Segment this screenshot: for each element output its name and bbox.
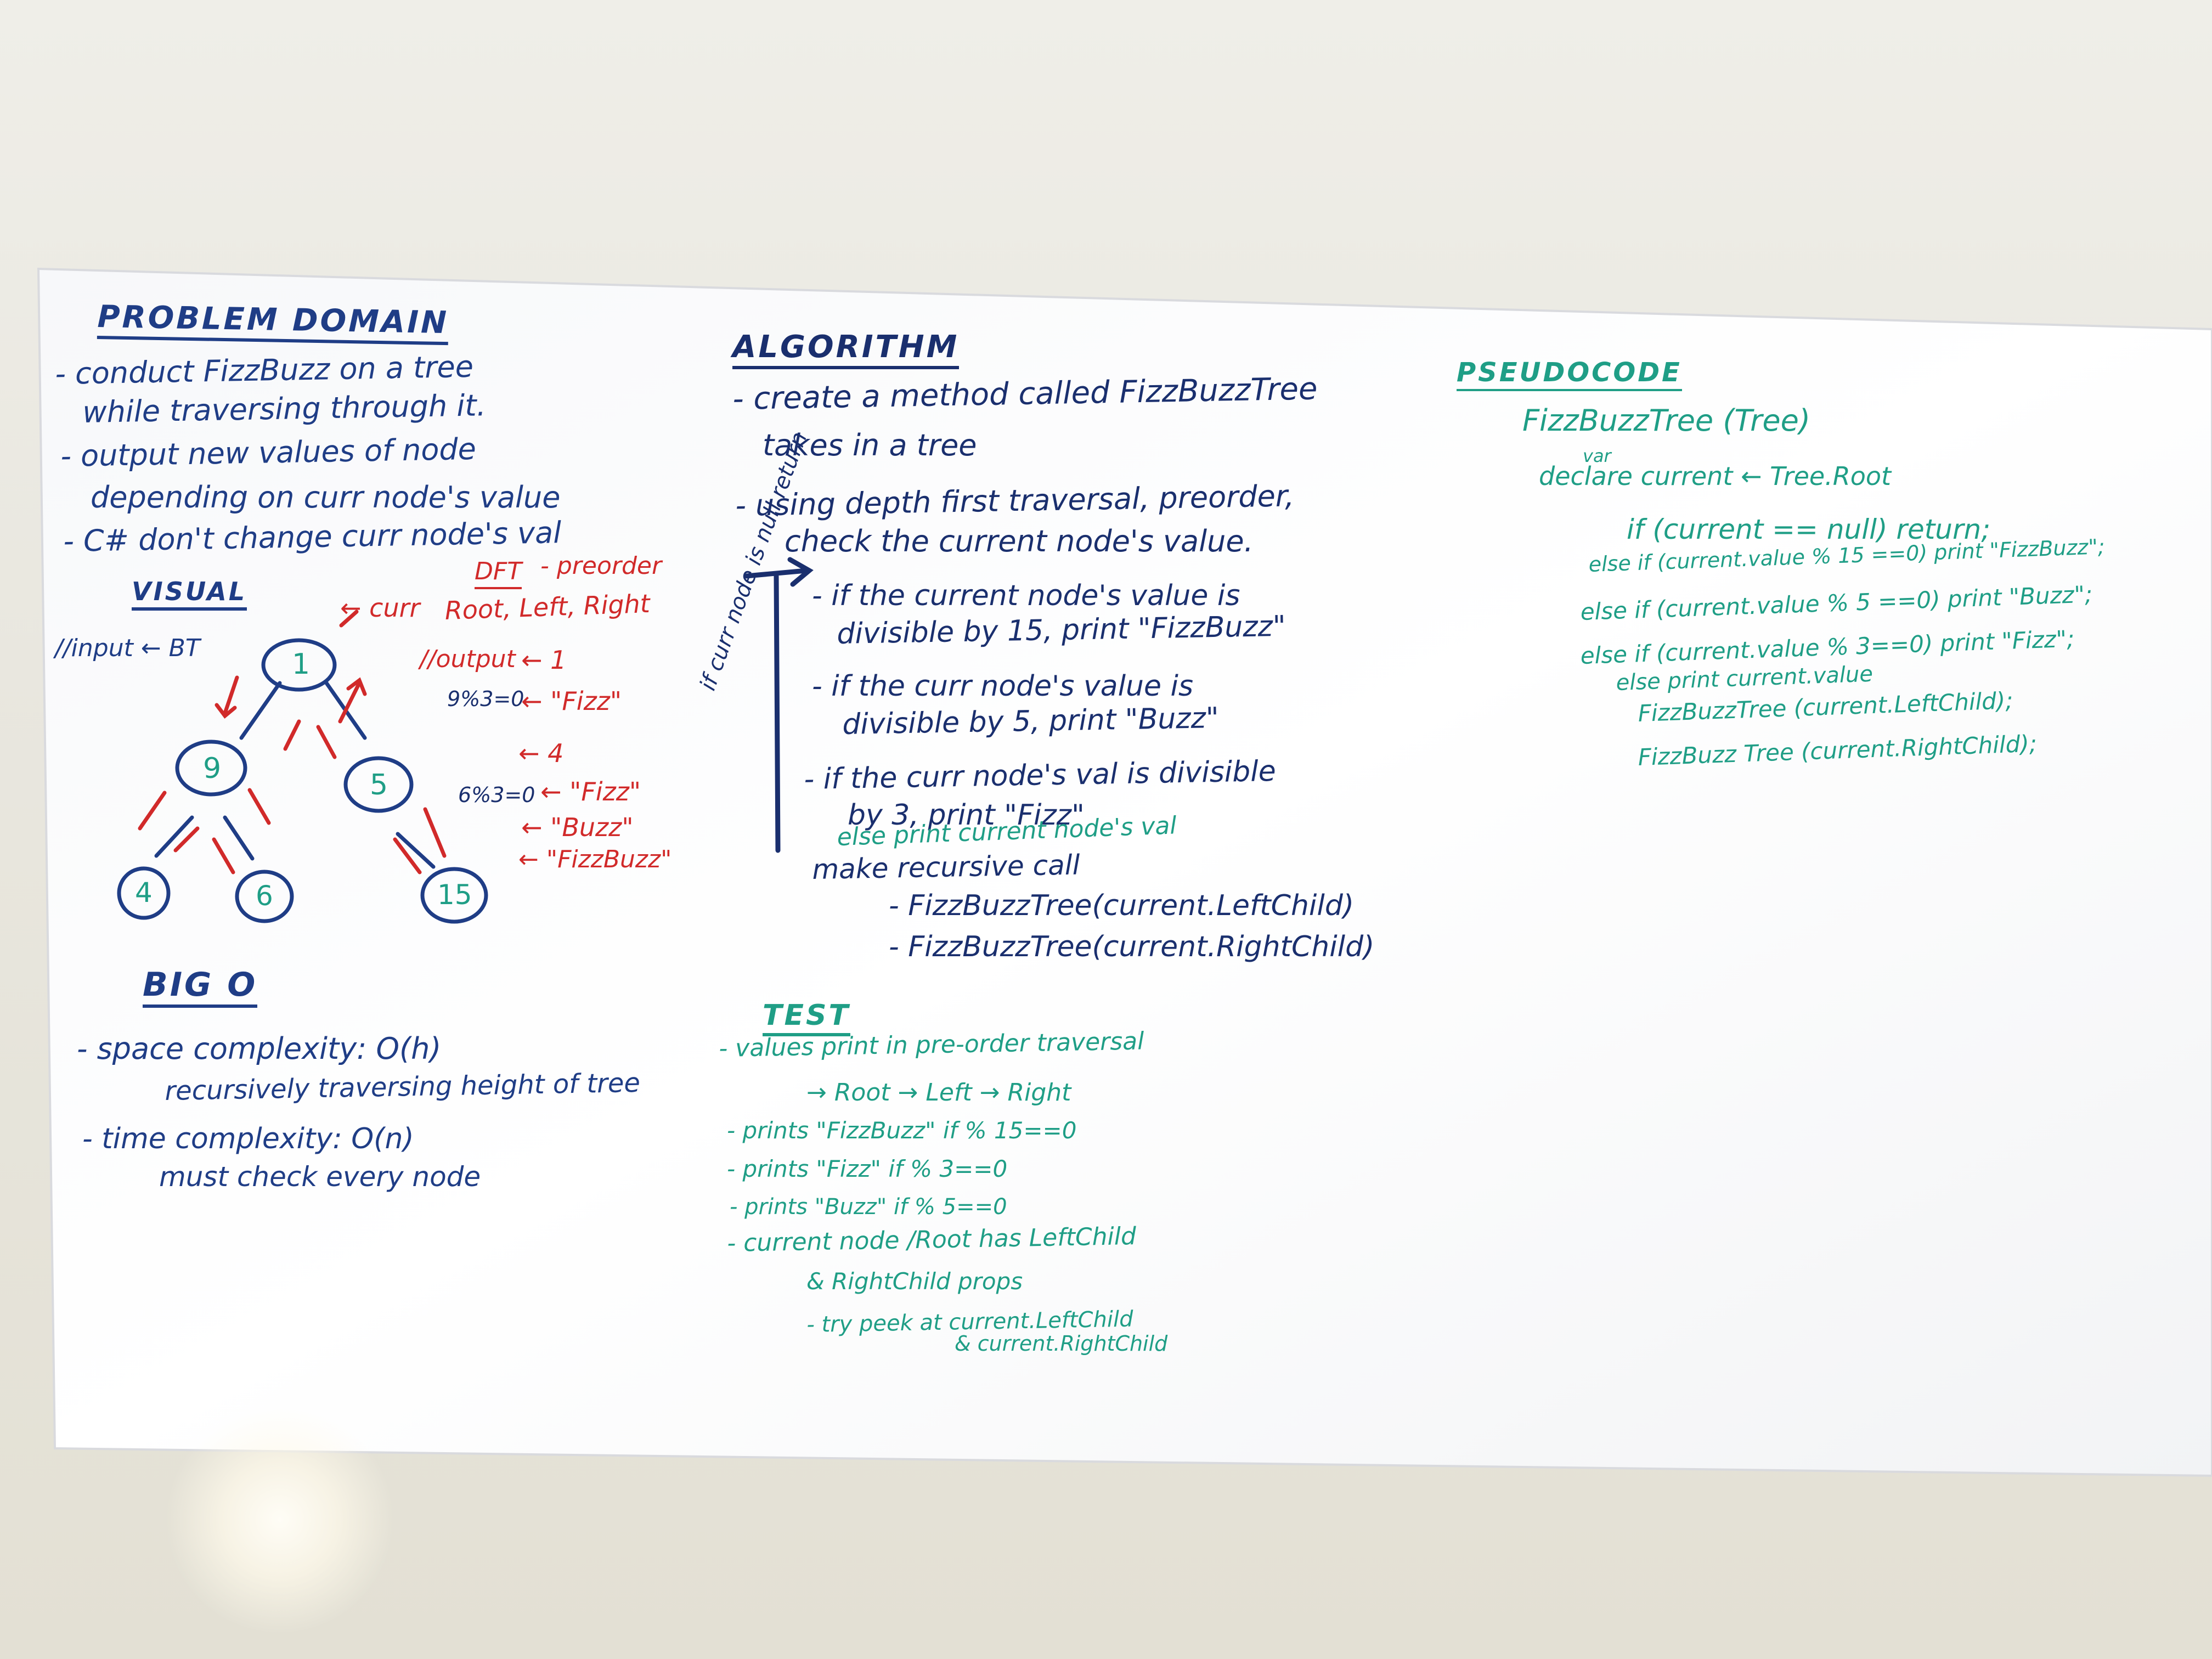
tree-node-5 bbox=[343, 756, 414, 813]
visual-output-fizz: ← "Fizz" bbox=[540, 777, 641, 806]
visual-mod-note: 6%3=0 bbox=[458, 783, 535, 807]
tree-node-label-9: 9 bbox=[203, 752, 222, 785]
test-line: - current node /Root has LeftChild bbox=[726, 1222, 1137, 1257]
test-line: & current.RightChild bbox=[955, 1331, 1168, 1356]
tree-node-label-5: 5 bbox=[370, 769, 388, 802]
algorithm-recursive-line: - FizzBuzzTree(current.LeftChild) bbox=[889, 889, 1355, 922]
visual-output-fizz: ← "Fizz" bbox=[521, 686, 622, 716]
test-line: - prints "Fizz" if % 3==0 bbox=[727, 1155, 1008, 1182]
tree-node-6 bbox=[235, 870, 294, 923]
problem-domain-line: - C# don't change curr node's val bbox=[63, 515, 562, 558]
visual-output-fizzbuzz: ← "FizzBuzz" bbox=[518, 845, 672, 873]
visual-order-label: Root, Left, Right bbox=[444, 588, 651, 625]
big-o-heading: BIG O bbox=[143, 968, 258, 1008]
algorithm-line: - if the curr node's val is divisible bbox=[803, 754, 1277, 796]
tree-node-9 bbox=[175, 740, 247, 797]
tree-node-label-4: 4 bbox=[135, 877, 153, 909]
visual-heading: VISUAL bbox=[132, 579, 247, 611]
test-line: - prints "FizzBuzz" if % 15==0 bbox=[727, 1117, 1077, 1144]
whiteboard-surface bbox=[37, 267, 2212, 1477]
algorithm-line: check the current node's value. bbox=[785, 524, 1254, 558]
pseudocode-line: declare current ← Tree.Root bbox=[1539, 461, 1892, 491]
algorithm-line: divisible by 5, print "Buzz" bbox=[842, 702, 1220, 741]
visual-mod-note: 9%3=0 bbox=[447, 687, 524, 711]
problem-domain-line: while traversing through it. bbox=[82, 388, 487, 430]
test-line: - values print in pre-order traversal bbox=[718, 1027, 1144, 1063]
tree-node-15 bbox=[420, 867, 488, 924]
visual-curr-label: ← curr bbox=[340, 593, 420, 623]
algorithm-recursive-line: make recursive call bbox=[811, 849, 1080, 885]
algorithm-recursive-line: - FizzBuzzTree(current.RightChild) bbox=[889, 930, 1375, 963]
visual-input-label: //input ← BT bbox=[55, 634, 200, 662]
problem-domain-line: - output new values of node bbox=[60, 431, 477, 473]
big-o-line: - time complexity: O(n) bbox=[82, 1122, 414, 1155]
traversal-arrows bbox=[138, 610, 447, 874]
tree-nodes bbox=[117, 638, 488, 924]
visual-dft-label: DFT bbox=[475, 560, 522, 589]
visual-preorder-label: - preorder bbox=[540, 552, 662, 580]
problem-domain-heading: PROBLEM DOMAIN bbox=[97, 299, 449, 346]
pseudocode-heading: PSEUDOCODE bbox=[1457, 359, 1682, 391]
pseudocode-line: FizzBuzzTree (Tree) bbox=[1522, 403, 1810, 438]
test-line: → Root → Left → Right bbox=[806, 1079, 1071, 1107]
algorithm-line: by 3, print "Fizz" bbox=[848, 799, 1085, 832]
tree-node-label-15: 15 bbox=[437, 879, 472, 911]
algorithm-line: - if the curr node's value is bbox=[812, 670, 1194, 703]
problem-domain-line: - conduct FizzBuzz on a tree bbox=[54, 349, 474, 391]
tree-node-label-1: 1 bbox=[292, 648, 311, 681]
algorithm-line: takes in a tree bbox=[763, 428, 977, 462]
algorithm-heading: ALGORITHM bbox=[732, 332, 960, 369]
visual-output-1: ← 1 bbox=[521, 645, 567, 675]
tree-node-4 bbox=[117, 866, 171, 920]
tree-node-1 bbox=[261, 638, 337, 692]
big-o-line: recursively traversing height of tree bbox=[164, 1067, 641, 1107]
big-o-line: must check every node bbox=[159, 1161, 481, 1193]
big-o-line: - space complexity: O(h) bbox=[77, 1031, 442, 1066]
visual-output-label: //output bbox=[420, 645, 516, 673]
pseudocode-var-note: var bbox=[1583, 445, 1611, 466]
test-heading: TEST bbox=[763, 1001, 850, 1036]
light-glare bbox=[165, 1404, 395, 1635]
algorithm-line: divisible by 15, print "FizzBuzz" bbox=[836, 610, 1286, 651]
test-line: & RightChild props bbox=[806, 1268, 1023, 1295]
test-line: - prints "Buzz" if % 5==0 bbox=[730, 1194, 1007, 1220]
problem-domain-line: depending on curr node's value bbox=[91, 480, 561, 515]
pseudocode-line: if (current == null) return; bbox=[1627, 514, 1991, 545]
visual-output-buzz: ← "Buzz" bbox=[521, 812, 634, 842]
algorithm-bracket bbox=[743, 557, 814, 853]
tree-node-label-6: 6 bbox=[256, 880, 273, 912]
visual-output-4: ← 4 bbox=[518, 738, 564, 768]
algorithm-line: - if the current node's value is bbox=[812, 579, 1240, 612]
